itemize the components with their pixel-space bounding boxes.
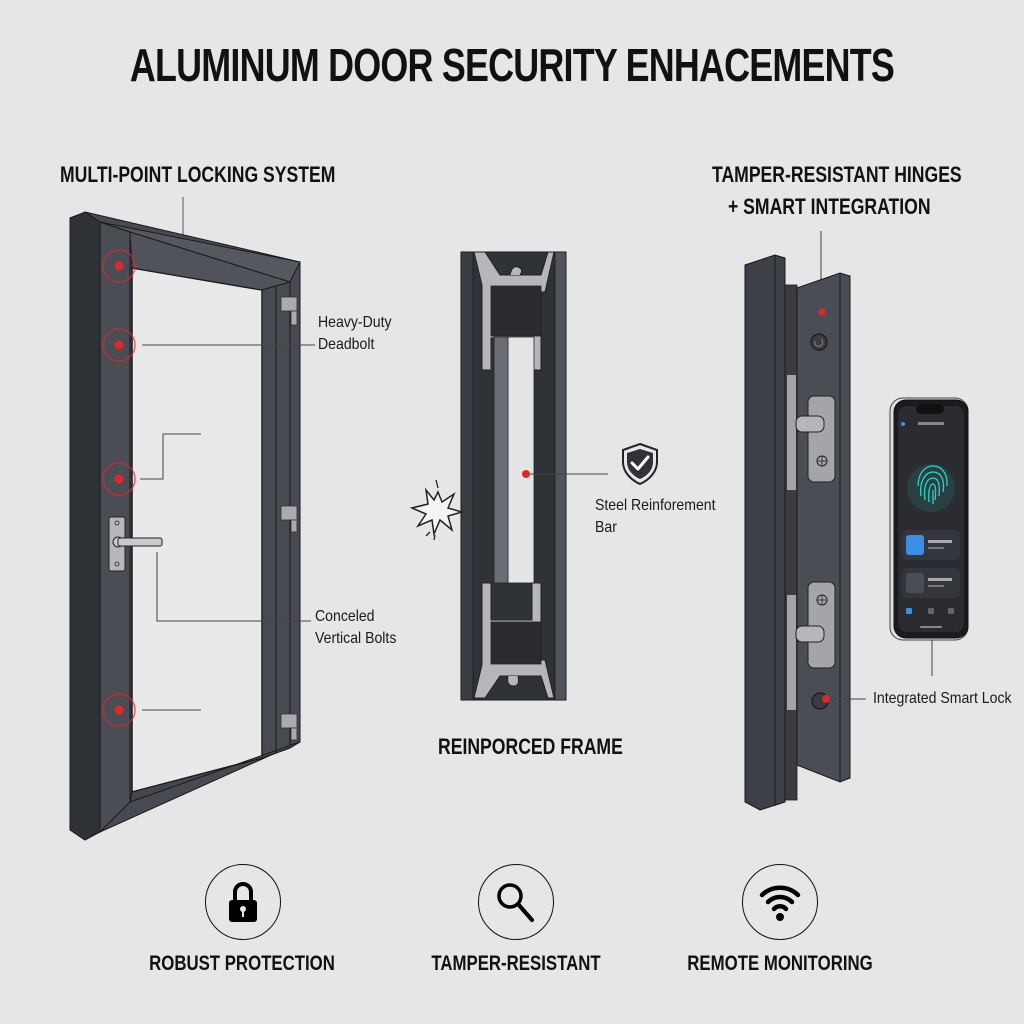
page-title: ALUMINUM DOOR SECURITY ENHACEMENTS (129, 39, 895, 91)
section-title-hinges-line2: + SMART INTEGRATION (728, 194, 931, 219)
magnifier-icon (497, 883, 534, 922)
wifi-icon (759, 885, 801, 921)
callout-vertical-bolts: Conceled Vertical Bolts (315, 608, 397, 647)
feature-label-robust-protection: ROBUST PROTECTION (149, 952, 335, 975)
callout-smart-lock: Integrated Smart Lock (873, 690, 1012, 707)
section-title-hinges-line1: TAMPER-RESISTANT HINGES (712, 162, 962, 187)
lock-point-3 (102, 462, 136, 496)
fingerprint-icon (917, 465, 948, 504)
section-title-multi-point: MULTI-POINT LOCKING SYSTEM (60, 162, 336, 187)
lock-point-1 (102, 249, 136, 283)
section-title-reinforced-frame: REINPORCED FRAME (438, 734, 623, 759)
lock-point-4 (102, 693, 136, 727)
callout-deadbolt: Heavy-Duty Deadbolt (318, 314, 392, 353)
impact-burst-icon (409, 479, 465, 541)
feature-remote-monitoring-badge (742, 864, 818, 940)
feature-tamper-resistant-badge (478, 864, 554, 940)
feature-robust-protection-badge (205, 864, 281, 940)
feature-label-tamper-resistant: TAMPER-RESISTANT (431, 952, 601, 975)
padlock-icon (229, 882, 257, 922)
smartphone (889, 397, 969, 641)
feature-label-remote-monitoring: REMOTE MONITORING (687, 952, 873, 975)
callout-steel-bar: Steel Reinforement Bar (595, 497, 716, 536)
lock-point-2 (102, 328, 136, 362)
shield-check-icon (622, 442, 658, 486)
